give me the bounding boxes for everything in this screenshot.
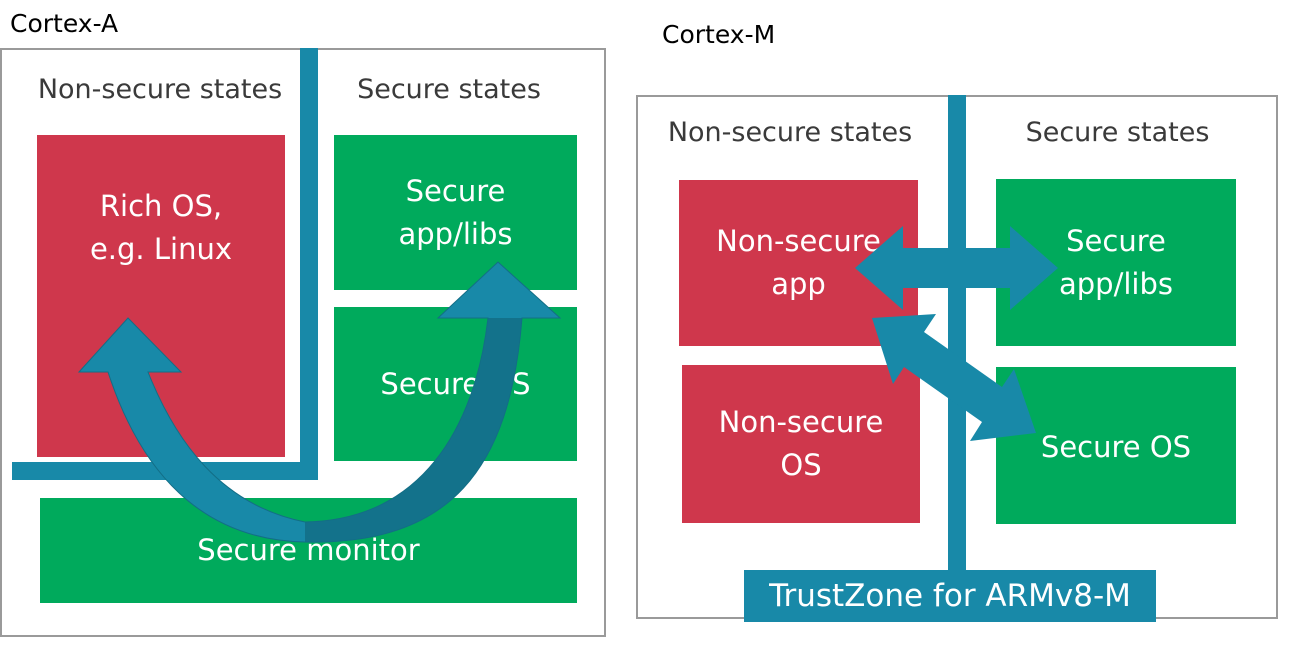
rich-os-line-2: e.g. Linux [89,232,233,266]
cortex-m-partition-vertical [948,95,966,575]
rich-os-line-1: Rich OS, [99,189,223,223]
nonsecure-os-box: Non-secure OS [682,365,920,523]
cortex-m-caption: Cortex-M [662,20,776,49]
nonsecure-app-line-2: app [771,267,826,301]
nonsecure-os-line-1: Non-secure [718,405,884,439]
cortex-a-secure-app-box: Secure app/libs [334,135,577,290]
cortex-a-partition-vertical [300,48,318,480]
cortex-a-secure-app-line-1: Secure [405,173,506,208]
cortex-a-caption: Cortex-A [10,9,119,38]
cortex-a-secure-header: Secure states [357,74,541,105]
cortex-m-secure-os-box: Secure OS [996,367,1236,524]
cortex-m-secure-os-label: Secure OS [1040,430,1192,464]
app-to-secure-app-arrow [855,226,1058,310]
trustzone-label-box: TrustZone for ARMv8-M [744,570,1156,622]
monitor-switch-arrow-shade [305,318,522,543]
nonsecure-os-line-2: OS [780,448,822,482]
cortex-m-nonsecure-header: Non-secure states [667,117,913,148]
cortex-a-secure-app-line-2: app/libs [398,216,513,251]
rich-os-box: Rich OS, e.g. Linux [37,135,285,457]
trustzone-label: TrustZone for ARMv8-M [769,578,1131,614]
cortex-m-secure-header: Secure states [1025,117,1210,148]
nonsecure-app-line-1: Non-secure [716,224,881,258]
cortex-a-nonsecure-header: Non-secure states [37,74,283,105]
app-to-secure-os-arrow [872,314,1036,441]
cortex-m-secure-app-line-2: app/libs [1059,266,1173,301]
cortex-m-secure-app-line-1: Secure [1066,223,1166,258]
